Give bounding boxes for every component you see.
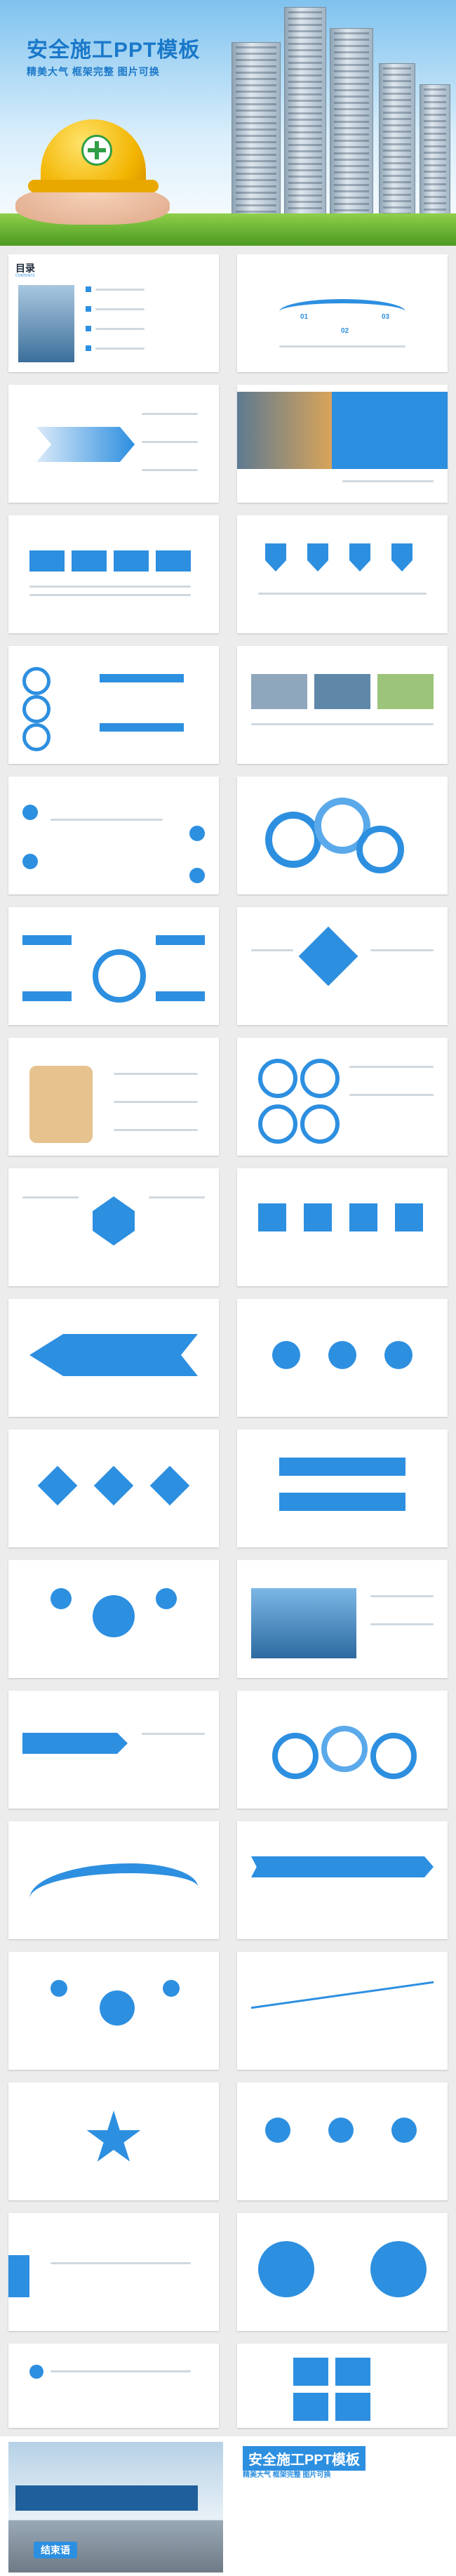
slide-numbered	[8, 2213, 219, 2331]
cover-title: 安全施工PPT模板	[27, 39, 201, 62]
slide-wave-01-02-03: 01 02 03	[237, 254, 448, 372]
building	[330, 28, 373, 218]
slide-arrow-list	[8, 385, 219, 503]
slide-hexagons	[8, 1952, 219, 2070]
worker-photo	[18, 285, 74, 362]
slide-curved-arrow	[8, 1821, 219, 1939]
end-label: 结束语	[34, 2542, 77, 2558]
building-gate	[15, 2485, 198, 2511]
slide-cube	[237, 907, 448, 1025]
slide-gear-chain	[237, 1691, 448, 1809]
building	[284, 7, 326, 218]
slide-diamonds	[8, 1429, 219, 1547]
slide-photo-row	[237, 646, 448, 764]
toc-title: 目录	[15, 263, 35, 274]
slide-three-rings	[8, 646, 219, 764]
slide-percent-circles	[237, 1038, 448, 1156]
closing-subtitle: 精美大气 框架完整 图片可换	[243, 2471, 331, 2479]
slide-timeline-photo	[237, 1560, 448, 1678]
closing-title: 安全施工PPT模板	[243, 2446, 366, 2471]
cover-hero: 安全施工PPT模板 精美大气 框架完整 图片可换	[0, 0, 456, 246]
slide-bubbles	[237, 2213, 448, 2331]
slide-four-tabs	[8, 515, 219, 633]
slide-center-pin	[8, 1168, 219, 1286]
slide-hub	[8, 1560, 219, 1678]
closing-slide: 结束语 安全施工PPT模板 精美大气 框架完整 图片可换	[0, 2436, 456, 2576]
slide-three-badges	[237, 1299, 448, 1417]
safety-helmet-icon	[28, 119, 159, 192]
slide-icon-list	[8, 2344, 219, 2428]
slide-six-circles	[237, 2082, 448, 2200]
slide-cartoon	[8, 1038, 219, 1156]
slide-runner	[8, 1691, 219, 1809]
cover-subtitle: 精美大气 框架完整 图片可换	[27, 66, 160, 77]
building	[232, 42, 281, 218]
slide-four-icons	[237, 1168, 448, 1286]
toc-subtitle: CONTENTS	[15, 274, 35, 278]
slide-chevrons	[237, 1821, 448, 1939]
slide-gears	[237, 777, 448, 894]
slide-abcd-circles	[8, 777, 219, 894]
slide-big-arrow	[8, 1299, 219, 1417]
building	[420, 84, 450, 218]
slide-worker-banner	[237, 385, 448, 503]
slide-abcd-pins	[237, 515, 448, 633]
slide-four-labels	[8, 907, 219, 1025]
slide-line-chart	[237, 1952, 448, 2070]
building	[379, 63, 415, 218]
slide-toc: 目录 CONTENTS	[8, 254, 219, 372]
slide-cards	[237, 1429, 448, 1547]
slide-star	[8, 2082, 219, 2200]
slide-tiles	[237, 2344, 448, 2428]
